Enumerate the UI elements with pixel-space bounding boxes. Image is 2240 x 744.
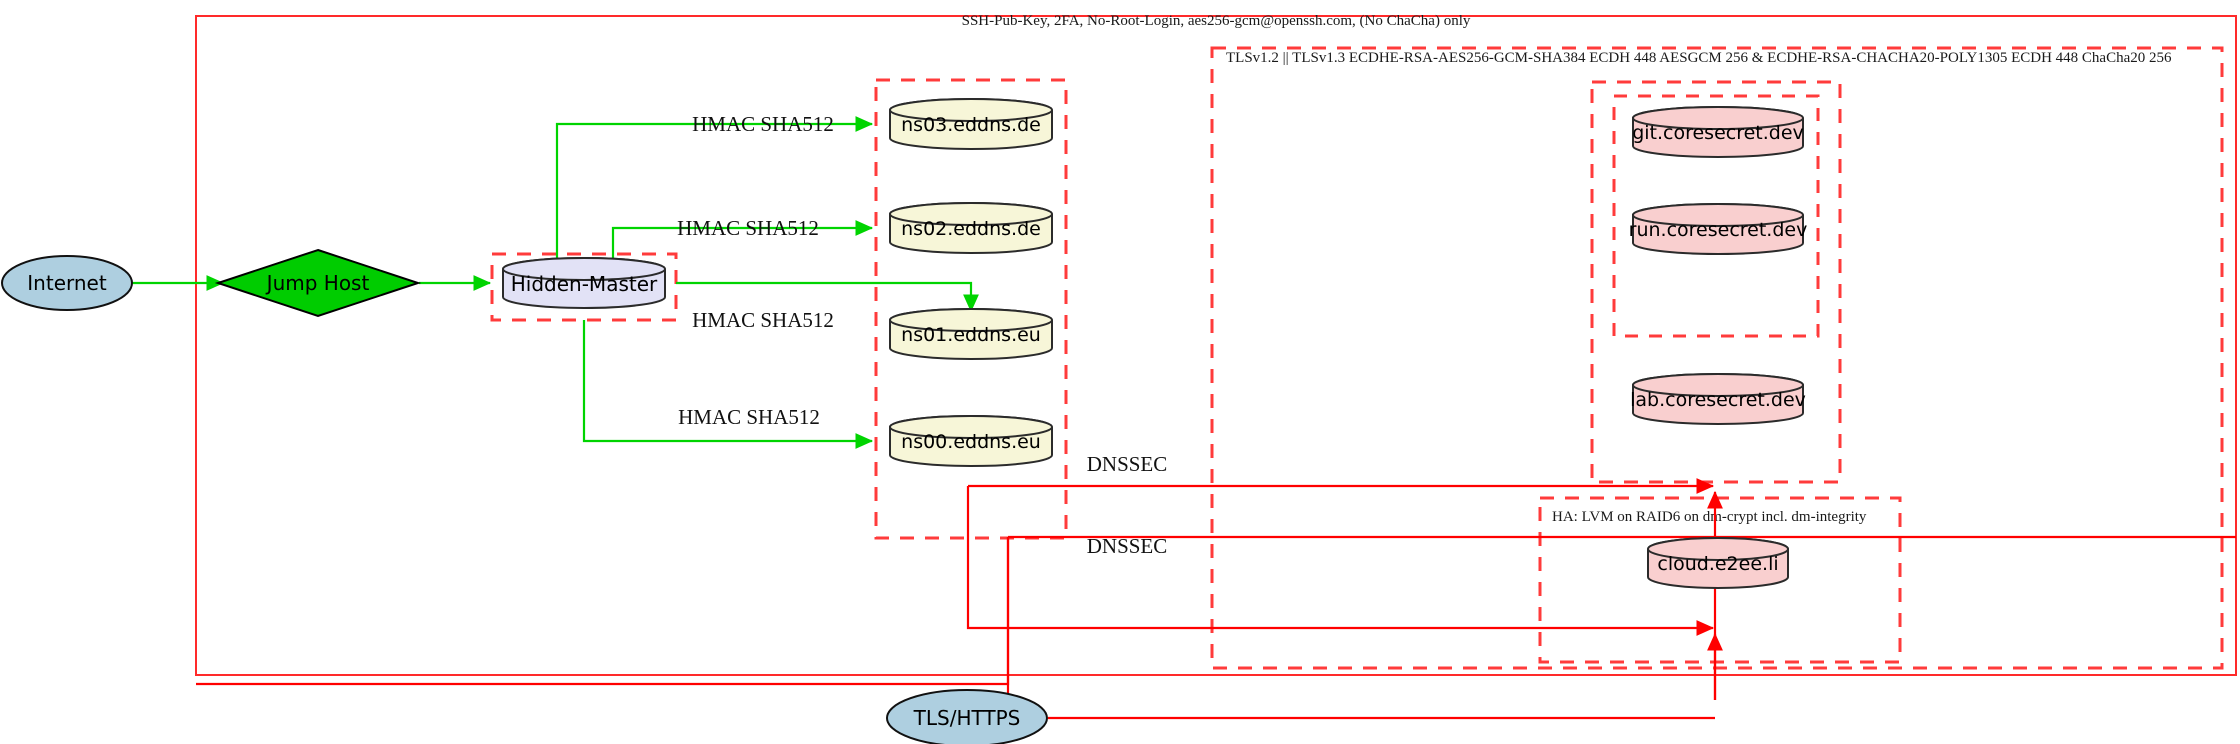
edge-dnssec-upper-branch xyxy=(966,486,1715,636)
node-hidden-master[interactable]: Hidden-Master xyxy=(502,257,666,309)
node-ns01[interactable]: ns01.eddns.eu xyxy=(889,308,1053,360)
edge-label-hmac-ns03: HMAC SHA512 xyxy=(692,112,834,136)
ns01-cylinder-top xyxy=(889,308,1053,332)
node-jump-host[interactable]: Jump Host xyxy=(214,248,422,318)
ns03-cylinder-top xyxy=(889,98,1053,122)
cloud-e2ee-label: cloud.e2ee.li xyxy=(1657,553,1778,575)
node-cloud-e2ee[interactable]: cloud.e2ee.li xyxy=(1647,537,1789,589)
node-tls-https[interactable]: TLS/HTTPS xyxy=(886,689,1048,744)
node-git-coresecret[interactable]: git.coresecret.dev xyxy=(1632,106,1804,158)
ssh-boundary-box xyxy=(195,15,2237,676)
cloud-cylinder-top xyxy=(1647,537,1789,561)
edge-hidden-master-to-ns03 xyxy=(555,116,874,258)
ns02-cylinder-top xyxy=(889,202,1053,226)
run-coresecret-label: run.coresecret.dev xyxy=(1629,219,1808,241)
hidden-master-cylinder-top xyxy=(502,257,666,281)
git-coresecret-label: git.coresecret.dev xyxy=(1632,122,1804,144)
edge-dnssec-lower-left xyxy=(196,537,1010,686)
ns02-label: ns02.eddns.de xyxy=(901,218,1041,240)
edge-hidden-master-to-ns01 xyxy=(676,281,979,313)
tls-boundary-label: TLSv1.2 || TLSv1.3 ECDHE-RSA-AES256-GCM-… xyxy=(1226,50,2172,66)
node-lab-coresecret[interactable]: lab.coresecret.dev xyxy=(1630,373,1806,425)
ns03-label: ns03.eddns.de xyxy=(901,114,1041,136)
node-ns02[interactable]: ns02.eddns.de xyxy=(889,202,1053,254)
coresecret-inner-boundary-box xyxy=(1612,94,1820,338)
hidden-master-label: Hidden-Master xyxy=(511,272,658,296)
lab-coresecret-label: lab.coresecret.dev xyxy=(1630,389,1806,411)
ns01-label: ns01.eddns.eu xyxy=(901,324,1041,346)
internet-label: Internet xyxy=(27,271,107,295)
edge-label-hmac-ns02: HMAC SHA512 xyxy=(677,216,819,240)
node-internet[interactable]: Internet xyxy=(1,255,133,311)
run-cylinder-top xyxy=(1632,203,1804,227)
tls-boundary-box xyxy=(1210,46,2224,670)
node-run-coresecret[interactable]: run.coresecret.dev xyxy=(1629,203,1808,255)
tls-https-label: TLS/HTTPS xyxy=(913,706,1021,730)
ns00-label: ns00.eddns.eu xyxy=(901,431,1041,453)
edge-label-dnssec-upper: DNSSEC xyxy=(1087,452,1168,476)
edge-label-dnssec-lower: DNSSEC xyxy=(1087,534,1168,558)
ns00-cylinder-top xyxy=(889,415,1053,439)
edge-label-hmac-ns01: HMAC SHA512 xyxy=(692,308,834,332)
edge-hidden-master-to-ns00 xyxy=(582,320,874,449)
jump-host-label: Jump Host xyxy=(265,271,370,295)
edge-hidden-master-to-ns02 xyxy=(611,220,874,258)
ssh-boundary-label: SSH-Pub-Key, 2FA, No-Root-Login, aes256-… xyxy=(962,13,1471,29)
internet-ellipse-shape xyxy=(1,255,133,311)
edge-label-hmac-ns00: HMAC SHA512 xyxy=(678,405,820,429)
git-cylinder-top xyxy=(1632,106,1804,130)
tls-https-ellipse-shape xyxy=(886,689,1048,744)
node-ns03[interactable]: ns03.eddns.de xyxy=(889,98,1053,150)
ha-boundary-label: HA: LVM on RAID6 on dm-crypt incl. dm-in… xyxy=(1552,509,1867,525)
node-ns00[interactable]: ns00.eddns.eu xyxy=(889,415,1053,467)
lab-cylinder-top xyxy=(1632,373,1804,397)
jump-host-diamond-shape xyxy=(214,248,422,318)
